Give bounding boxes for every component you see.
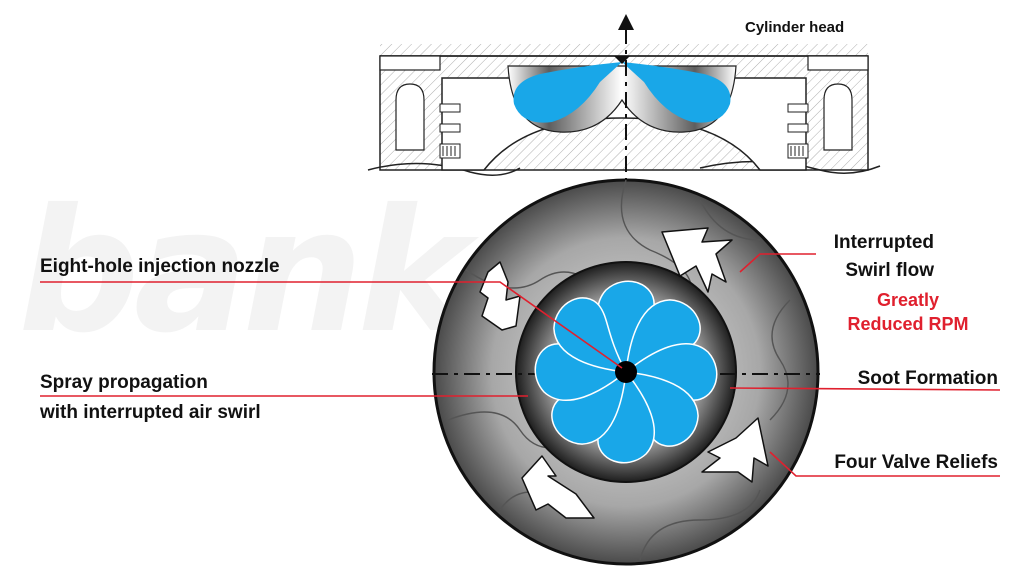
valve-reliefs-label: Four Valve Reliefs [834,452,998,473]
spray-plume-right [622,62,731,123]
swirl-label-line1: Interrupted [834,232,934,253]
leader-soot [729,387,1001,391]
piston-cross-section [367,44,881,176]
spray-label-line2: with interrupted air swirl [39,402,261,423]
soot-label: Soot Formation [858,368,998,389]
cylinder-head-label: Cylinder head [745,19,844,36]
rpm-label-line1: Greatly [877,290,939,310]
injector-tip [614,56,630,64]
swirl-arrow-top-right [661,227,733,293]
swirl-label-line2: Swirl flow [845,260,934,281]
nozzle-label: Eight-hole injection nozzle [40,256,280,277]
spray-plumes [534,280,718,464]
swirl-arrow-left [479,261,521,331]
leader-swirl [739,253,816,273]
arrow-up-icon [618,14,634,30]
spray-plume-left [513,62,622,123]
cylinder-head-band [380,44,868,56]
rpm-label-line2: Reduced RPM [847,314,968,334]
leader-nozzle [40,281,623,369]
leader-lines [40,253,1001,477]
spray-label-line1: Spray propagation [40,372,208,393]
swirl-arrows [479,227,769,519]
leader-valve-reliefs [769,451,1000,477]
injection-nozzle [615,361,637,383]
swirl-arrow-bottom-left [521,455,595,519]
swirl-arrow-bottom-right [701,417,769,483]
